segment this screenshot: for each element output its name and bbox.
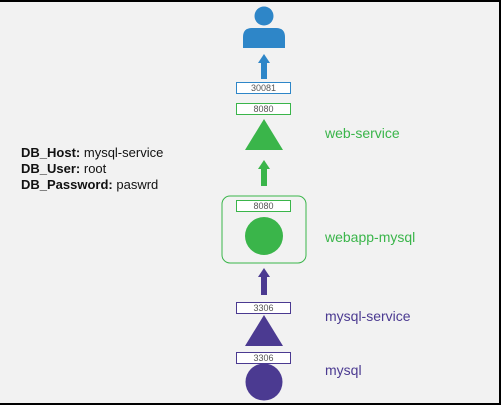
arrow-up-purple (258, 268, 270, 295)
env-value: mysql-service (83, 145, 164, 160)
web-service-port-box: 8080 (236, 103, 291, 115)
webapp-pod-container (221, 195, 307, 264)
env-line-db-password: DB_Password: paswrd (21, 177, 163, 193)
webapp-pod-label: webapp-mysql (325, 229, 416, 245)
mysql-pod-circle (245, 363, 283, 401)
mysql-service-port-box: 3306 (236, 302, 291, 314)
env-variables: DB_Host: mysql-service DB_User: root DB_… (21, 145, 163, 193)
env-key: DB_User: (21, 161, 81, 176)
node-port-box: 30081 (236, 82, 291, 94)
web-service-label: web-service (325, 125, 400, 141)
env-key: DB_Password: (21, 177, 113, 192)
env-line-db-user: DB_User: root (21, 161, 163, 177)
user-icon (243, 6, 285, 48)
webapp-pod-circle (245, 217, 283, 255)
env-value: root (83, 161, 107, 176)
arrow-up-blue (258, 54, 270, 79)
mysql-pod-label: mysql (325, 362, 362, 378)
env-line-db-host: DB_Host: mysql-service (21, 145, 163, 161)
mysql-service-label: mysql-service (325, 308, 411, 324)
webapp-pod-port-box: 8080 (236, 200, 291, 212)
arrow-up-green (258, 160, 270, 186)
mysql-service-triangle (245, 315, 283, 346)
web-service-triangle (245, 119, 283, 150)
env-key: DB_Host: (21, 145, 81, 160)
env-value: paswrd (116, 177, 159, 192)
mysql-pod-port-box: 3306 (236, 352, 291, 364)
